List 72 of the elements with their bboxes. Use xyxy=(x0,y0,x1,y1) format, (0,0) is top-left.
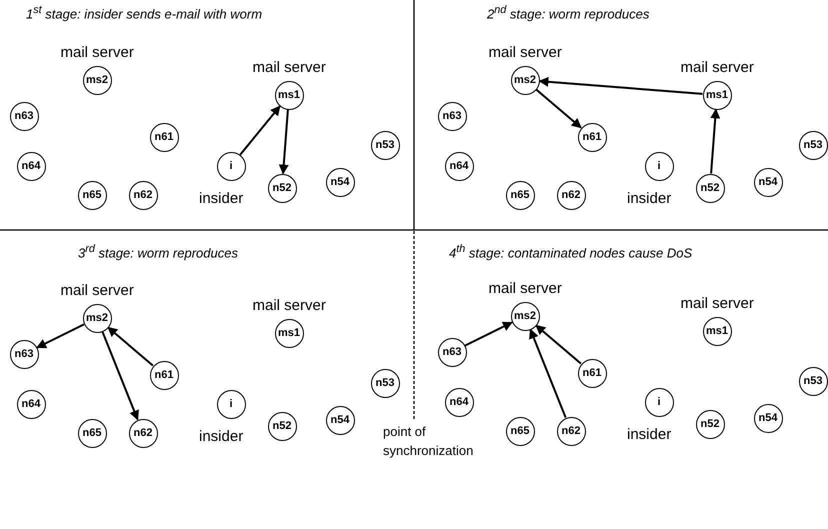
node-circle: n52 xyxy=(696,174,724,202)
node-circle: n62 xyxy=(128,180,158,210)
arrow xyxy=(538,76,703,95)
node-circle: n53 xyxy=(798,130,828,160)
node-circle: n61 xyxy=(150,360,178,390)
node-caption: insider xyxy=(199,190,244,206)
node-circle: n52 xyxy=(696,410,724,438)
node-circle: n54 xyxy=(754,168,782,196)
node-caption: insider xyxy=(627,190,672,206)
node-caption: mail server xyxy=(252,58,326,76)
arrow xyxy=(535,324,582,364)
node-circle: n63 xyxy=(10,102,38,130)
node-circle: ms1 xyxy=(274,80,304,110)
node-circle: i xyxy=(644,388,674,416)
node-circle: n61 xyxy=(578,122,606,152)
node-circle: n61 xyxy=(578,358,606,388)
arrow xyxy=(36,324,84,348)
node-circle: n52 xyxy=(268,412,296,440)
node-circle: n54 xyxy=(326,168,354,196)
node-circle: n53 xyxy=(370,130,400,160)
node-circle: n63 xyxy=(438,338,466,366)
node-circle: ms1 xyxy=(702,80,732,110)
node-caption: mail server xyxy=(488,280,562,296)
arrow xyxy=(710,108,720,174)
node-caption: mail server xyxy=(488,44,562,60)
node-circle: n64 xyxy=(444,388,474,416)
node-circle: n54 xyxy=(754,404,782,432)
arrow xyxy=(278,109,289,175)
stage-title: 3$^{rd}$ stage: worm reproduces xyxy=(78,243,238,260)
arrow xyxy=(239,105,281,156)
node-circle: n63 xyxy=(438,102,466,130)
node-circle: n64 xyxy=(16,390,46,418)
node-caption: mail server xyxy=(252,296,326,314)
node-caption: mail server xyxy=(680,294,754,312)
node-circle: ms2 xyxy=(510,66,540,94)
node-circle: n62 xyxy=(556,416,586,446)
stage-title: 2$^{nd}$ stage: worm reproduces xyxy=(487,4,650,22)
node-circle: ms1 xyxy=(702,316,732,346)
node-circle: n53 xyxy=(798,366,828,396)
stage-title: 4$^{th}$ stage: contaminated nodes cause DoS xyxy=(449,243,692,260)
arrow xyxy=(535,88,582,128)
node-circle: n62 xyxy=(556,180,586,210)
node-circle: n65 xyxy=(506,416,534,446)
node-circle: n64 xyxy=(444,152,474,180)
node-circle: n62 xyxy=(128,418,158,448)
node-circle: n54 xyxy=(326,406,354,434)
node-caption: insider xyxy=(627,426,672,442)
arrow xyxy=(107,326,154,366)
stage-title: 1$^{st}$ stage: insider sends e-mail with worm xyxy=(26,4,262,22)
synchronization-note: point of synchronization xyxy=(383,423,473,460)
node-caption: mail server xyxy=(60,44,134,60)
node-caption: insider xyxy=(199,428,244,444)
arrow xyxy=(464,322,513,346)
node-circle: i xyxy=(216,152,246,180)
arrow xyxy=(529,328,567,418)
arrow xyxy=(101,331,139,420)
node-circle: n65 xyxy=(78,180,106,210)
node-circle: n65 xyxy=(78,418,106,448)
node-circle: n61 xyxy=(150,122,178,152)
node-circle: ms2 xyxy=(82,304,112,332)
node-circle: ms2 xyxy=(510,302,540,330)
node-circle: n64 xyxy=(16,152,46,180)
node-circle: n53 xyxy=(370,368,400,398)
node-circle: ms1 xyxy=(274,318,304,348)
node-circle: n63 xyxy=(10,340,38,368)
node-caption: mail server xyxy=(680,58,754,76)
node-circle: ms2 xyxy=(82,66,112,94)
node-circle: i xyxy=(644,152,674,180)
node-caption: mail server xyxy=(60,282,134,298)
node-circle: n65 xyxy=(506,180,534,210)
node-circle: i xyxy=(216,390,246,418)
node-circle: n52 xyxy=(268,174,296,202)
